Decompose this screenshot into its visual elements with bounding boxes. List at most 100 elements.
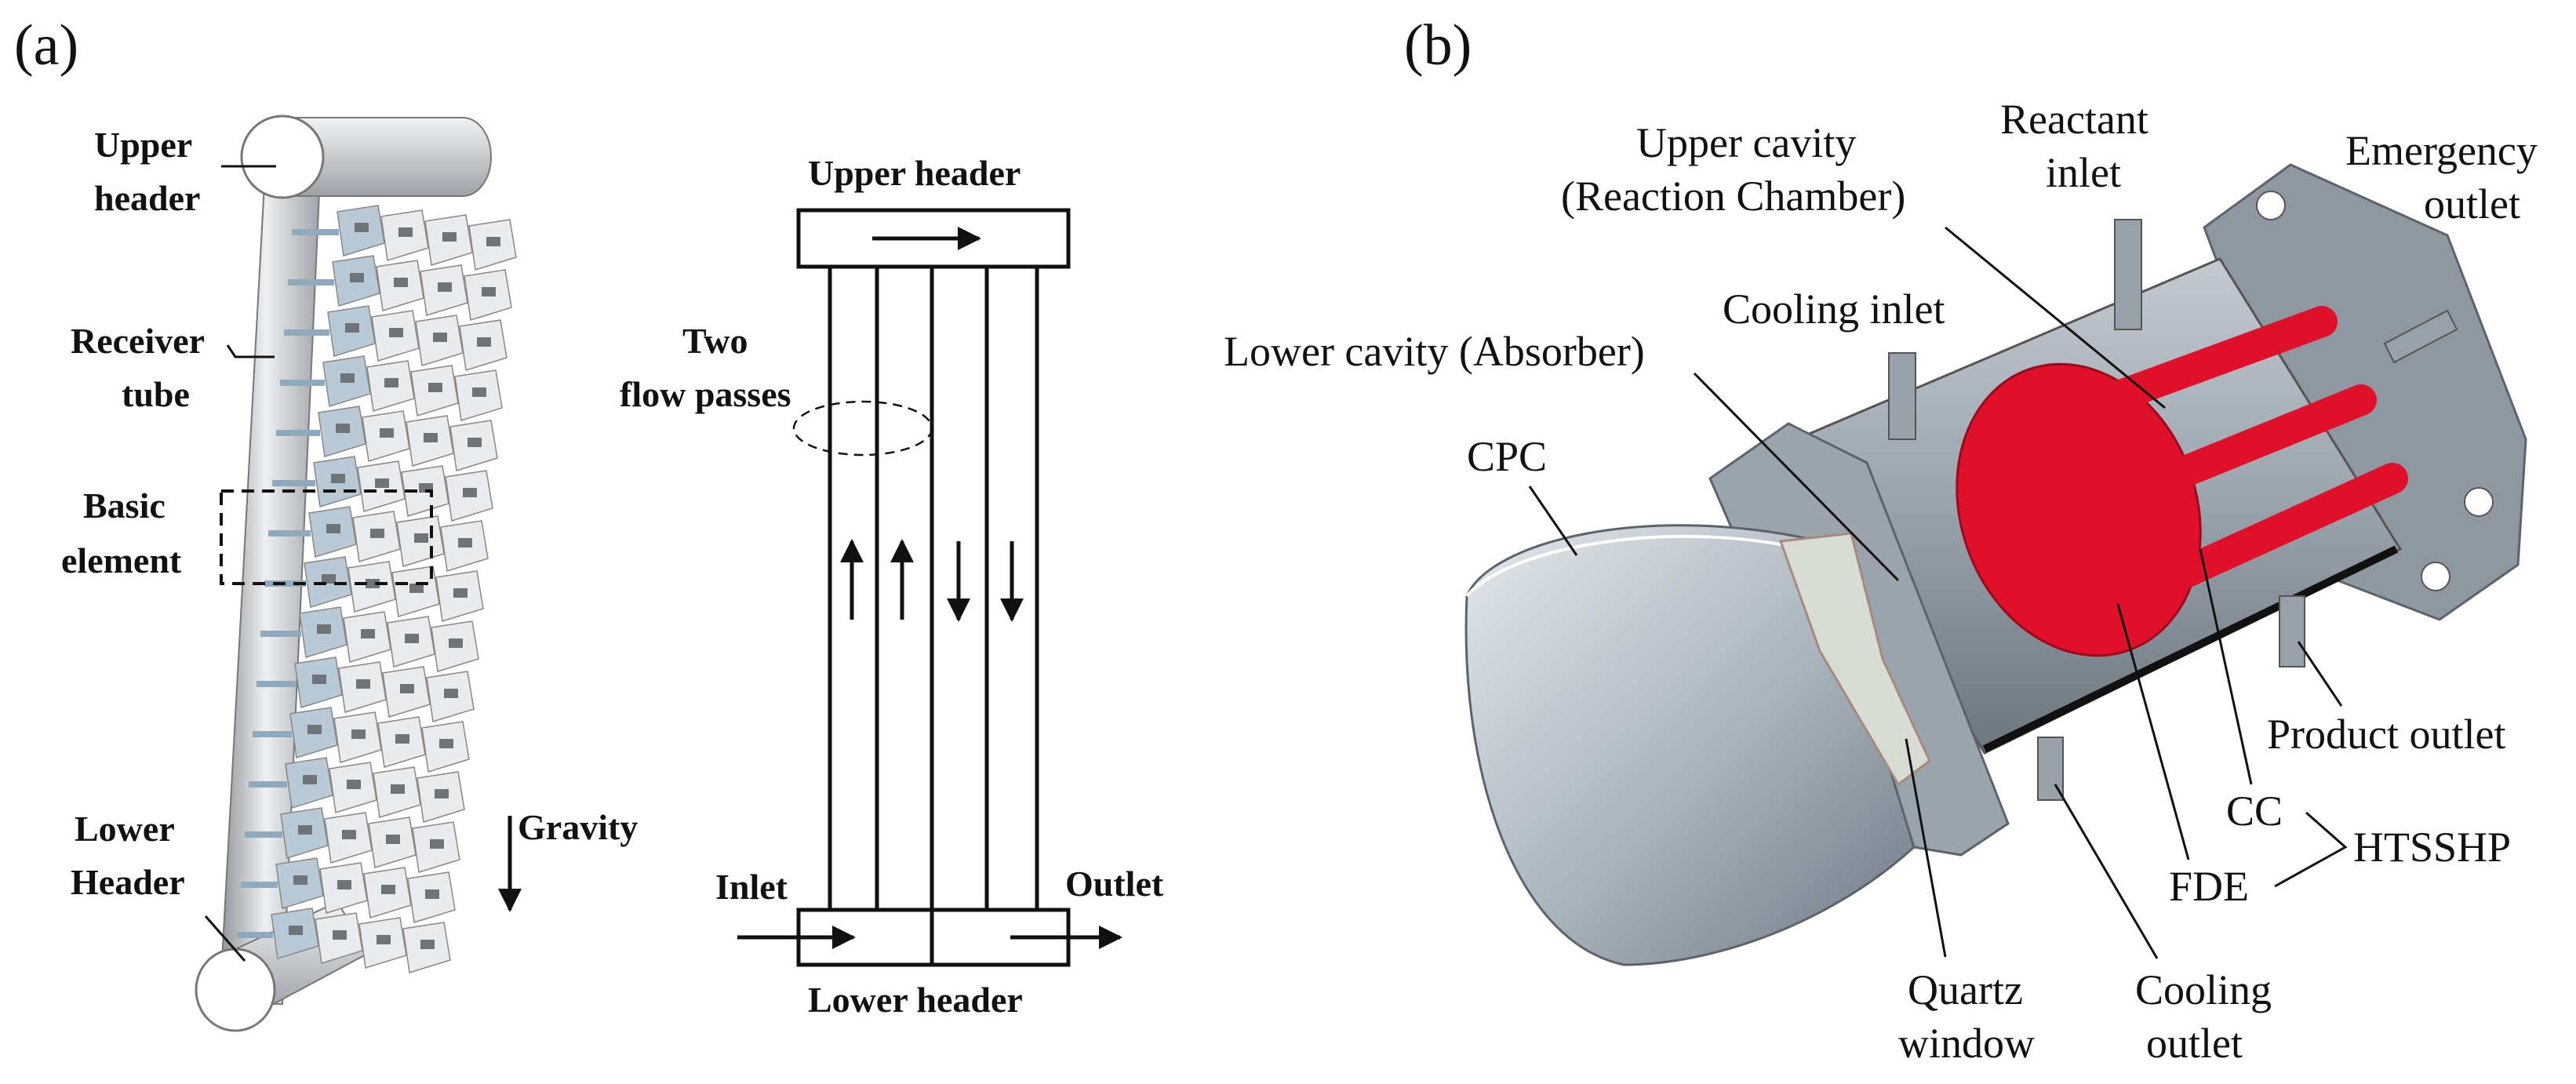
reactor-render xyxy=(1464,163,2527,966)
receiver-cell-stub xyxy=(298,825,312,835)
receiver-cell-stub xyxy=(380,428,394,438)
cooling-inlet-pipe xyxy=(1888,352,1916,440)
receiver-cell-stub xyxy=(472,387,486,397)
outlet-label: Outlet xyxy=(1065,864,1164,904)
rear-flange-bolt-2 xyxy=(2464,487,2494,517)
quartz-window-label: Quartz window xyxy=(1898,966,2035,1067)
receiver-cell-stub xyxy=(453,588,468,598)
receiver-cell-stub xyxy=(336,424,350,433)
receiver-cell-stub xyxy=(356,679,370,689)
rear-flange-bolt-1 xyxy=(2256,191,2286,220)
receiver-cell-stub xyxy=(468,438,482,447)
receiver-cell-stub xyxy=(438,282,452,292)
receiver-cell-stub xyxy=(391,784,405,794)
receiver-tube-leader xyxy=(226,344,275,358)
two-flow-passes-marker xyxy=(792,400,933,457)
receiver-cell-stub xyxy=(435,789,449,798)
emergency-outlet-label: Emergency outlet xyxy=(2345,127,2548,227)
lower-cavity-leader xyxy=(1693,372,1900,582)
receiver-cell-stub xyxy=(303,775,317,784)
receiver-cell-stub xyxy=(400,684,414,693)
receiver-cell-stub xyxy=(486,237,500,246)
receiver-cell-stub xyxy=(430,839,444,849)
cpc-shape xyxy=(1464,524,1916,966)
receiver-cell-stub xyxy=(386,835,400,844)
receiver-cell-stub xyxy=(477,337,491,347)
receiver-cell-stub xyxy=(381,885,395,894)
cc-rod-1 xyxy=(2071,306,2338,424)
receiver-cell-stub xyxy=(377,935,391,944)
receiver-cell-stub xyxy=(420,940,435,949)
cpc-label: CPC xyxy=(1467,433,1547,480)
cpc-rim xyxy=(1465,534,1805,598)
receiver-cell-stub xyxy=(463,488,477,497)
panel-b-letter: (b) xyxy=(1404,13,1472,78)
receiver-cell-stub xyxy=(384,378,398,387)
receiver-cell-stub xyxy=(375,478,389,488)
lower-header-end xyxy=(195,948,276,1032)
receiver-cell-stub xyxy=(347,780,361,789)
receiver-cell-stub xyxy=(289,926,303,935)
receiver-render xyxy=(195,115,517,1032)
upper-cavity-label: Upper cavity (Reaction Chamber) xyxy=(1561,119,1905,220)
fde-leader xyxy=(2116,603,2190,860)
receiver-cell-stub xyxy=(370,529,384,538)
body-lower-edge xyxy=(1982,545,2399,753)
lower-header-leader xyxy=(204,915,246,962)
receiver-cell-stub xyxy=(326,524,340,533)
receiver-cell-stub xyxy=(312,675,326,684)
two-flow-passes-label: Two flow passes xyxy=(620,321,791,414)
upper-cavity-leader xyxy=(1945,226,2166,409)
product-outlet-label: Product outlet xyxy=(2267,711,2505,758)
basic-element-box xyxy=(220,489,433,585)
receiver-cell-stub xyxy=(444,689,458,698)
receiver-cell-stub xyxy=(439,739,453,748)
lower-cavity-label: Lower cavity (Absorber) xyxy=(1224,328,1645,375)
basic-element-label: Basic element xyxy=(61,486,182,580)
receiver-cell-stub xyxy=(317,624,331,634)
receiver-cell-stub xyxy=(428,383,442,392)
receiver-cell-stub xyxy=(355,223,369,232)
upper-header-label: Upper header xyxy=(94,125,201,218)
reactant-inlet-label: Reactant inlet xyxy=(2000,96,2159,196)
cc-label: CC xyxy=(2226,788,2283,835)
receiver-cell-stub xyxy=(337,880,351,889)
htsshp-label: HTSSHP xyxy=(2353,824,2511,871)
receiver-cell-stub xyxy=(389,328,403,337)
receiver-cell-stub xyxy=(322,574,336,584)
schematic-lower-header-label: Lower header xyxy=(808,980,1023,1020)
quartz-window-leader xyxy=(1905,738,1947,958)
cooling-outlet-leader xyxy=(2054,784,2159,959)
receiver-cell-stub xyxy=(405,634,419,643)
receiver-cell-stub xyxy=(458,538,472,547)
flow-schematic: Upper header Two flow passes Inlet Outle… xyxy=(620,153,1164,1020)
cooling-outlet-label: Cooling outlet xyxy=(2135,966,2283,1067)
upper-header-end xyxy=(240,115,325,199)
gravity-label: Gravity xyxy=(518,807,638,847)
receiver-cell-stub xyxy=(424,433,438,442)
emergency-outlet-pipe xyxy=(2383,309,2458,364)
receiver-cell-stub xyxy=(333,930,347,940)
inlet-label: Inlet xyxy=(715,867,788,907)
rear-flange-bolt-3 xyxy=(2421,562,2450,591)
cc-rod-3 xyxy=(2118,463,2408,612)
cpc-leader xyxy=(1528,486,1578,556)
receiver-cell-stub xyxy=(350,273,364,282)
receiver-cell-stub xyxy=(482,287,496,296)
receiver-cell-stub xyxy=(342,830,356,839)
receiver-cell-stub xyxy=(345,323,359,333)
receiver-cell-stub xyxy=(366,579,380,588)
receiver-cell-stub xyxy=(395,734,409,744)
schematic-upper-header-label: Upper header xyxy=(808,153,1021,193)
receiver-cell-stub xyxy=(351,729,366,739)
product-outlet-pipe xyxy=(2279,595,2305,667)
receiver-cell-stub xyxy=(331,474,345,483)
receiver-cell-stub xyxy=(293,875,307,885)
receiver-cell-stub xyxy=(394,278,408,287)
lower-header-label: Lower Header xyxy=(71,809,185,902)
receiver-cell-stub xyxy=(398,227,413,237)
receiver-cell-stub xyxy=(425,889,439,899)
reactant-inlet-pipe xyxy=(2114,219,2142,330)
receiver-cell-stub xyxy=(414,533,428,543)
